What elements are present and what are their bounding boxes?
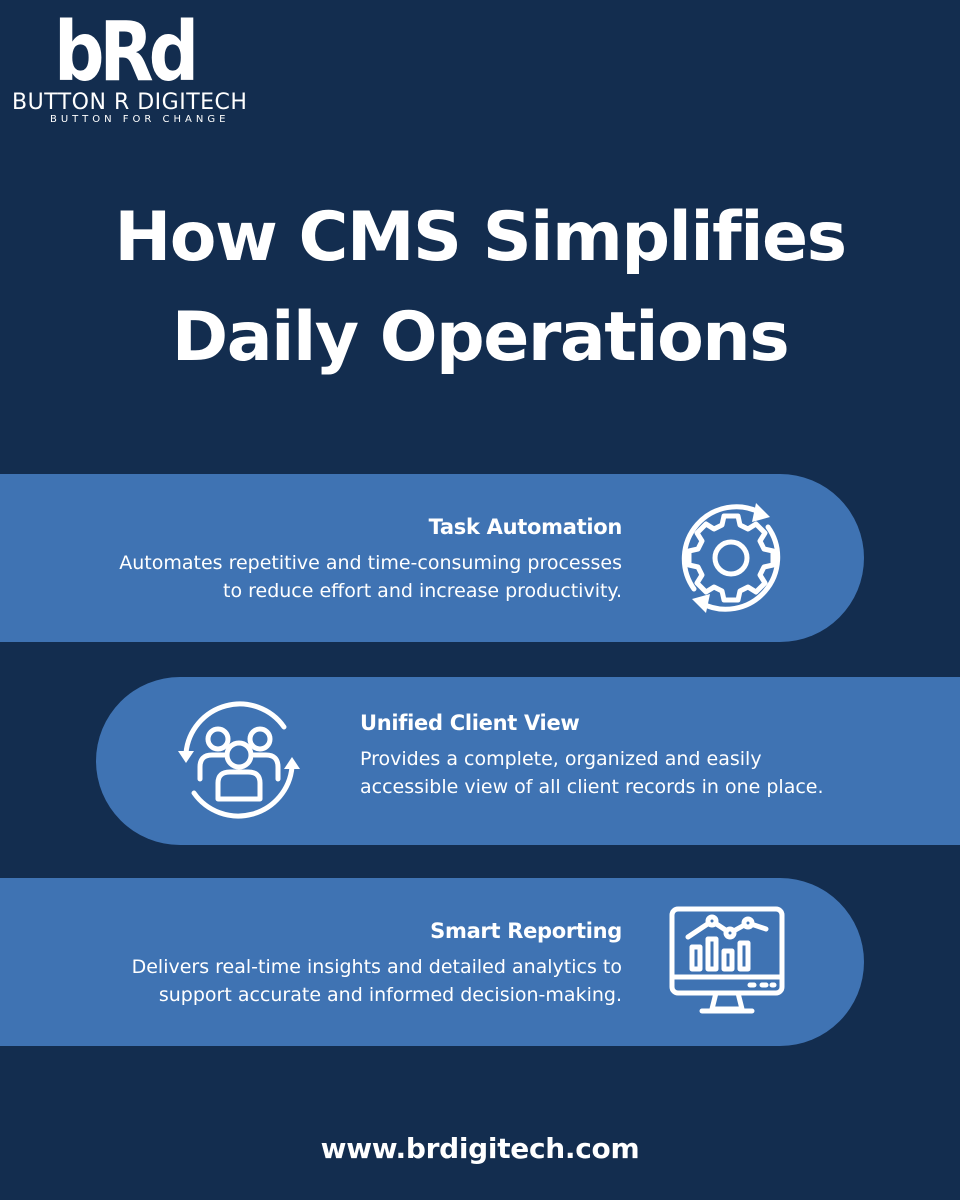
analytics-monitor-icon	[669, 906, 785, 1014]
page-title-line-1: How CMS Simplifies	[114, 198, 847, 277]
feature-description: Provides a complete, organized and easil…	[360, 745, 824, 801]
brand-name: BUTTON R DIGITECH	[12, 90, 248, 115]
feature-title: Task Automation	[428, 515, 623, 539]
feature-title: Unified Client View	[360, 711, 580, 735]
brd-logo-mark: bRd	[54, 8, 200, 90]
feature-description: Delivers real-time insights and detailed…	[132, 953, 622, 1009]
gear-cycle-icon	[681, 503, 781, 613]
client-group-icon	[178, 701, 300, 819]
logo-text: bRd	[54, 8, 194, 90]
feature-description-line: accessible view of all client records in…	[360, 776, 824, 798]
feature-description-line: Delivers real-time insights and detailed…	[131, 956, 622, 978]
feature-text: Task Automation Automates repetitive and…	[119, 515, 622, 605]
brand-tagline: BUTTON FOR CHANGE	[50, 114, 230, 125]
feature-card-smart-reporting: Smart Reporting Delivers real-time insig…	[0, 878, 864, 1046]
feature-description: Automates repetitive and time-consuming …	[119, 549, 622, 605]
feature-description-line: Automates repetitive and time-consuming …	[119, 552, 622, 574]
feature-description-line: support accurate and informed decision-m…	[158, 984, 622, 1006]
website-url: www.brdigitech.com	[320, 1132, 640, 1165]
feature-description-line: to reduce effort and increase productivi…	[223, 580, 622, 602]
brand-logo: bRd BUTTON R DIGITECH BUTTON FOR CHANGE	[12, 8, 252, 128]
page-title: How CMS Simplifies Daily Operations	[0, 188, 960, 388]
feature-description-line: Provides a complete, organized and easil…	[360, 748, 762, 770]
feature-card-task-automation: Task Automation Automates repetitive and…	[0, 474, 864, 642]
feature-text: Unified Client View Provides a complete,…	[360, 711, 824, 801]
feature-text: Smart Reporting Delivers real-time insig…	[132, 919, 623, 1009]
feature-card-unified-client-view: Unified Client View Provides a complete,…	[96, 677, 960, 845]
feature-title: Smart Reporting	[430, 919, 622, 943]
page-title-line-2: Daily Operations	[171, 298, 790, 377]
